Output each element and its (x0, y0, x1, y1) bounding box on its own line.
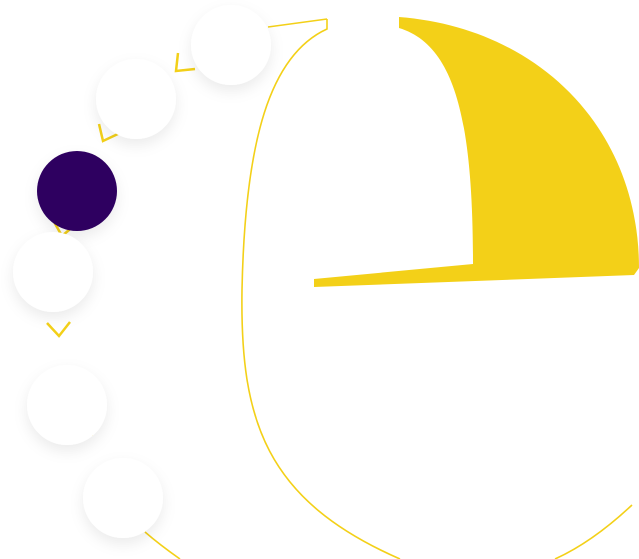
chevron-icon (97, 123, 121, 143)
letter-e-fill (314, 17, 639, 287)
chevron-icon (174, 52, 196, 73)
letter-e-outline-top (267, 18, 328, 28)
step-node-2[interactable] (96, 59, 176, 139)
step-node-3-active[interactable] (37, 151, 117, 231)
letter-e-outline (144, 19, 633, 559)
step-node-5[interactable] (27, 365, 107, 445)
step-node-6[interactable] (83, 458, 163, 538)
chevron-icon (46, 321, 71, 338)
step-node-1[interactable] (191, 5, 271, 85)
step-node-4[interactable] (13, 232, 93, 312)
